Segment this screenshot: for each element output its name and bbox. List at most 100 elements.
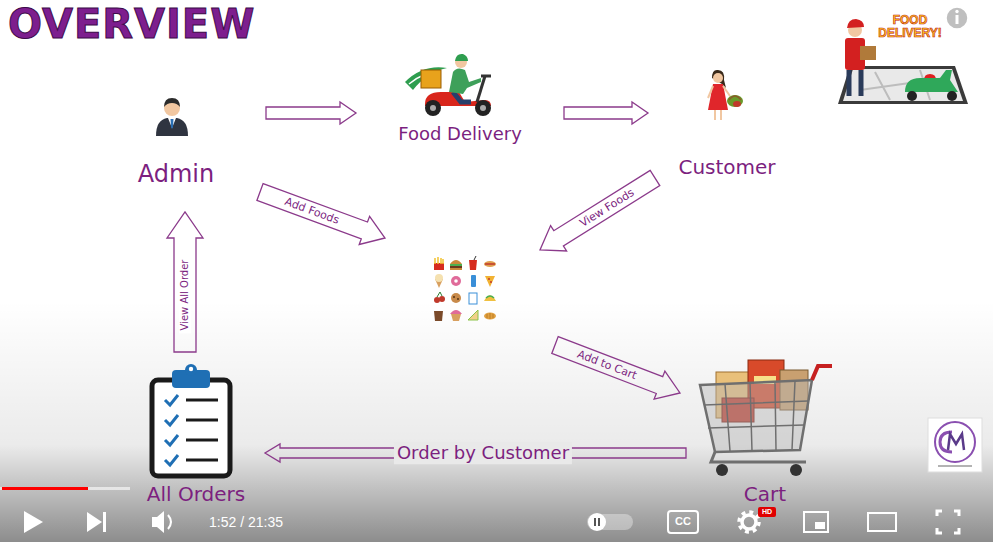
player-controls [24,511,43,533]
cart-illustration [700,380,812,452]
player-controls [804,512,828,532]
player-controls [739,512,759,532]
delivery-logo [905,70,958,92]
player-controls [103,512,106,532]
food-items [450,310,462,314]
info-icon [946,7,968,29]
scooter-icon [481,75,491,78]
cart-node: Cart [690,350,840,528]
food-items [450,266,462,268]
clipboard-illustration [185,364,197,376]
node-label: Customer [678,156,775,180]
delivery-logo [838,66,968,104]
food-items [457,298,459,300]
scooter-icon [430,105,436,111]
cart-illustration [700,360,832,476]
food-items [451,314,461,321]
node-label: Admin [138,160,215,188]
food-items [468,310,478,320]
cart-illustration [704,401,808,428]
channel-watermark [948,434,964,450]
delivery-logo [947,91,957,101]
hollow-arrow [540,170,660,251]
food-items [435,274,443,282]
cart-illustration [716,464,728,476]
node-label: Food Delivery [398,123,522,144]
food-items [434,256,496,321]
scooter-icon [449,68,481,94]
scooter-icon [421,70,441,88]
player-controls [668,511,698,533]
scooter-icon [475,100,491,116]
clipboard-illustration [165,395,178,465]
player-controls [868,513,896,531]
food-items [450,268,462,270]
food-items [439,296,445,302]
player-controls [815,522,825,529]
player-controls [0,487,959,533]
info-icon [955,10,958,13]
flow-arrow [564,102,648,124]
player-controls [87,512,102,532]
scooter-icon [405,67,447,90]
player-controls [0,487,130,490]
food-items [469,293,477,304]
food-items [485,263,495,265]
admin-icon [164,98,180,107]
player-controls [758,507,776,517]
food-items [450,260,462,264]
food-items [434,297,440,303]
customer-icon [708,86,713,98]
arrow-label: Add to Cart [574,347,641,383]
scooter-icon [480,105,486,111]
player-shade [0,300,993,542]
customer-icon [727,95,743,107]
scooter-icon [425,100,441,116]
caption-button: CC [673,515,693,528]
customer-icon [723,86,730,96]
food-items [487,313,493,319]
customer-icon [729,96,741,100]
food-items [453,296,455,298]
clipboard-illustration [186,400,218,460]
food-items [435,257,443,264]
cart-illustration [790,464,802,476]
food-items [454,279,458,283]
clipboard-illustration [189,367,193,371]
node-label: All Orders [147,483,245,507]
delivery-logo [843,69,963,101]
food-items [484,261,496,267]
food-items [434,263,444,270]
clipboard-illustration [152,380,230,476]
admin-icon [156,98,188,136]
cart-illustration [812,366,832,380]
food-items [434,311,443,321]
delivery-logo [847,19,864,28]
food-items [488,278,490,280]
food-items [437,292,442,297]
customer-icon [713,73,723,83]
cart-illustration [725,381,795,451]
food-items [451,293,461,303]
food-items [485,276,495,287]
diagram-title: OVERVIEW [8,0,255,48]
player-controls [937,511,959,533]
player-controls [2,487,88,490]
flow-label: View All Order [179,257,191,334]
player-controls [588,513,606,531]
food-items [490,281,492,283]
customer-icon [708,70,743,120]
channel-watermark [928,418,982,472]
food-items [486,296,494,298]
food-items [484,313,496,320]
flow-arrow [167,212,203,352]
channel-watermark [928,418,982,472]
channel-watermark [935,422,975,462]
player-controls [168,515,171,529]
player-controls [594,518,596,526]
food-items [450,264,462,266]
clipboard-illustration [152,364,230,476]
